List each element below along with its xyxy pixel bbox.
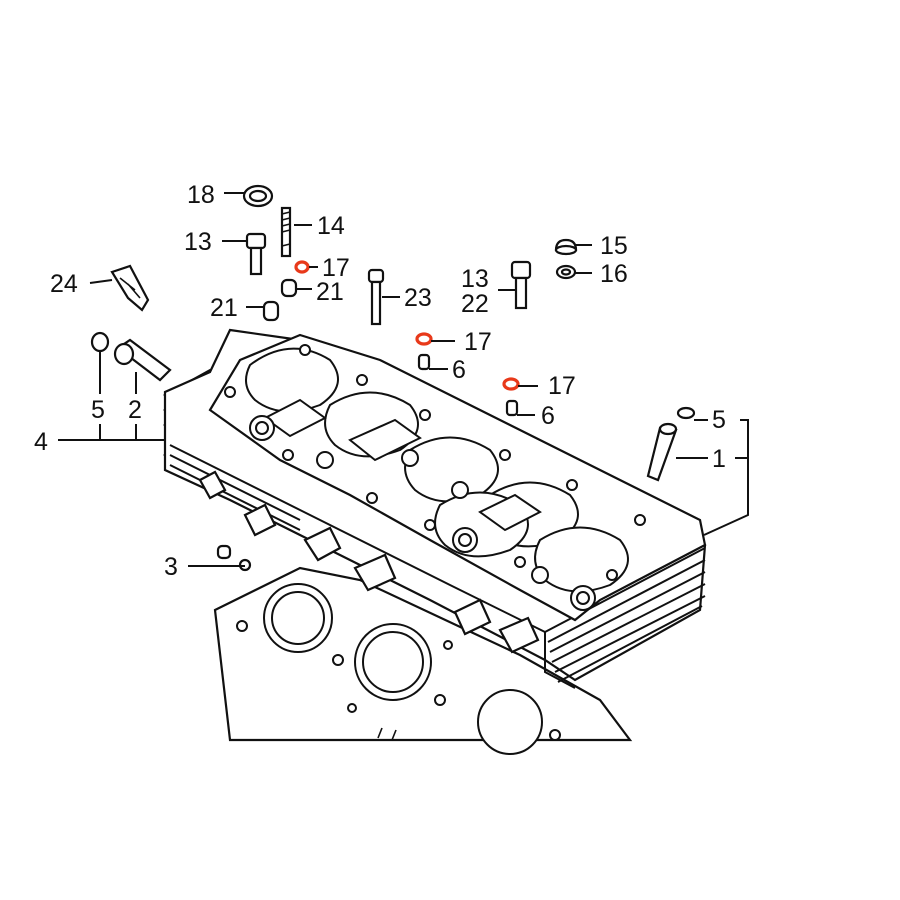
- part-18-seal: [242, 184, 274, 208]
- part-21-dowel-upper: [280, 278, 298, 298]
- part-5-oring-left: [90, 331, 110, 353]
- part-21-dowel-lower: [262, 300, 280, 322]
- part-2-guide-left: [113, 338, 172, 382]
- callout-labels: 18 14 13 17 21 24 21 23 15 16 13 22 17 6…: [34, 181, 726, 581]
- leader-lines: [58, 192, 749, 567]
- callout-15: 15: [600, 232, 628, 260]
- callout-21-lower: 21: [210, 294, 238, 322]
- part-13-bolt-left: [245, 232, 267, 276]
- callout-18: 18: [187, 181, 215, 209]
- part-17-washer-top: [294, 260, 310, 274]
- callout-5-right: 5: [712, 406, 726, 434]
- callout-22: 22: [461, 290, 489, 318]
- callout-6-mid: 6: [452, 356, 466, 384]
- callout-14: 14: [317, 212, 345, 240]
- callout-21-upper: 21: [316, 278, 344, 306]
- callout-13-right: 13: [461, 265, 489, 293]
- part-5-oring-right: [676, 406, 696, 420]
- part-16-washer: [555, 264, 577, 280]
- callout-16: 16: [600, 260, 628, 288]
- callout-4: 4: [34, 428, 48, 456]
- head-gasket: [213, 566, 633, 755]
- part-1-guide-right: [646, 422, 678, 482]
- callout-3: 3: [164, 553, 178, 581]
- part-17-washer-mid: [415, 332, 433, 346]
- part-17-washer-low: [502, 377, 520, 391]
- callout-5-left: 5: [91, 396, 105, 424]
- part-23-bolt: [367, 268, 385, 326]
- callout-6-low: 6: [541, 402, 555, 430]
- part-14-stud: [280, 206, 292, 258]
- part-22-bolt: [510, 260, 532, 310]
- callout-17-top: 17: [322, 254, 350, 282]
- callout-17-low: 17: [548, 372, 576, 400]
- callout-17-mid: 17: [464, 328, 492, 356]
- callout-13-left: 13: [184, 228, 212, 256]
- callout-24: 24: [50, 270, 78, 298]
- callout-2: 2: [128, 396, 142, 424]
- callout-1: 1: [712, 445, 726, 473]
- part-6-dowel-low: [505, 399, 519, 417]
- part-6-dowel-mid: [417, 353, 431, 371]
- callout-23: 23: [404, 284, 432, 312]
- part-15-nut: [554, 238, 578, 256]
- cylinder-head: [162, 328, 707, 689]
- part-24-sensor: [110, 264, 150, 312]
